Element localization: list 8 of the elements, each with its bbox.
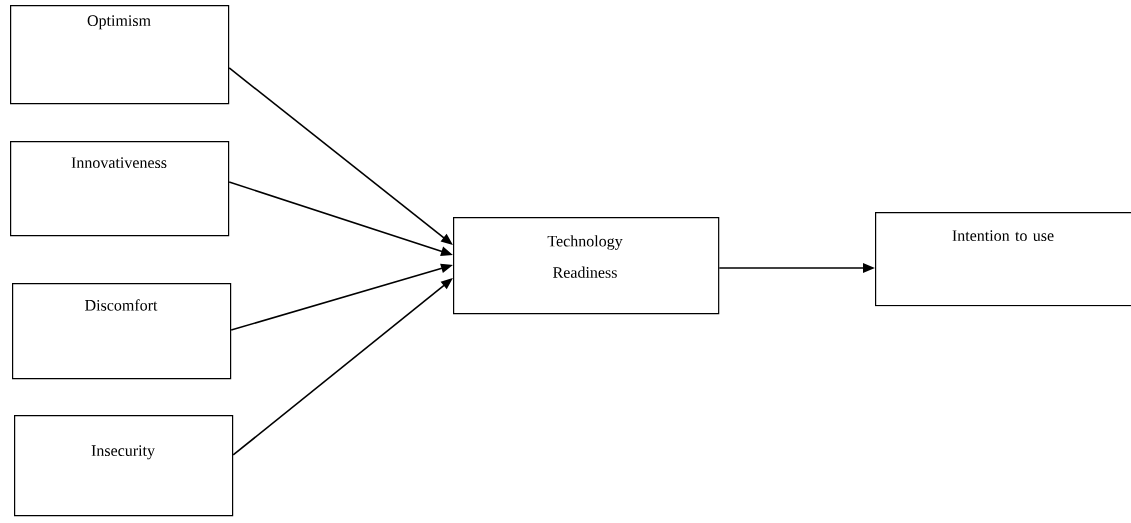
arrow (232, 278, 453, 456)
box: Discomfort (12, 283, 232, 380)
arrow (228, 67, 453, 245)
box: Insecurity (14, 415, 234, 517)
box: Technology Readiness (453, 217, 720, 315)
box: Intention to use (875, 212, 1131, 307)
box: Innovativeness (10, 141, 230, 237)
box: Optimism (10, 5, 230, 105)
